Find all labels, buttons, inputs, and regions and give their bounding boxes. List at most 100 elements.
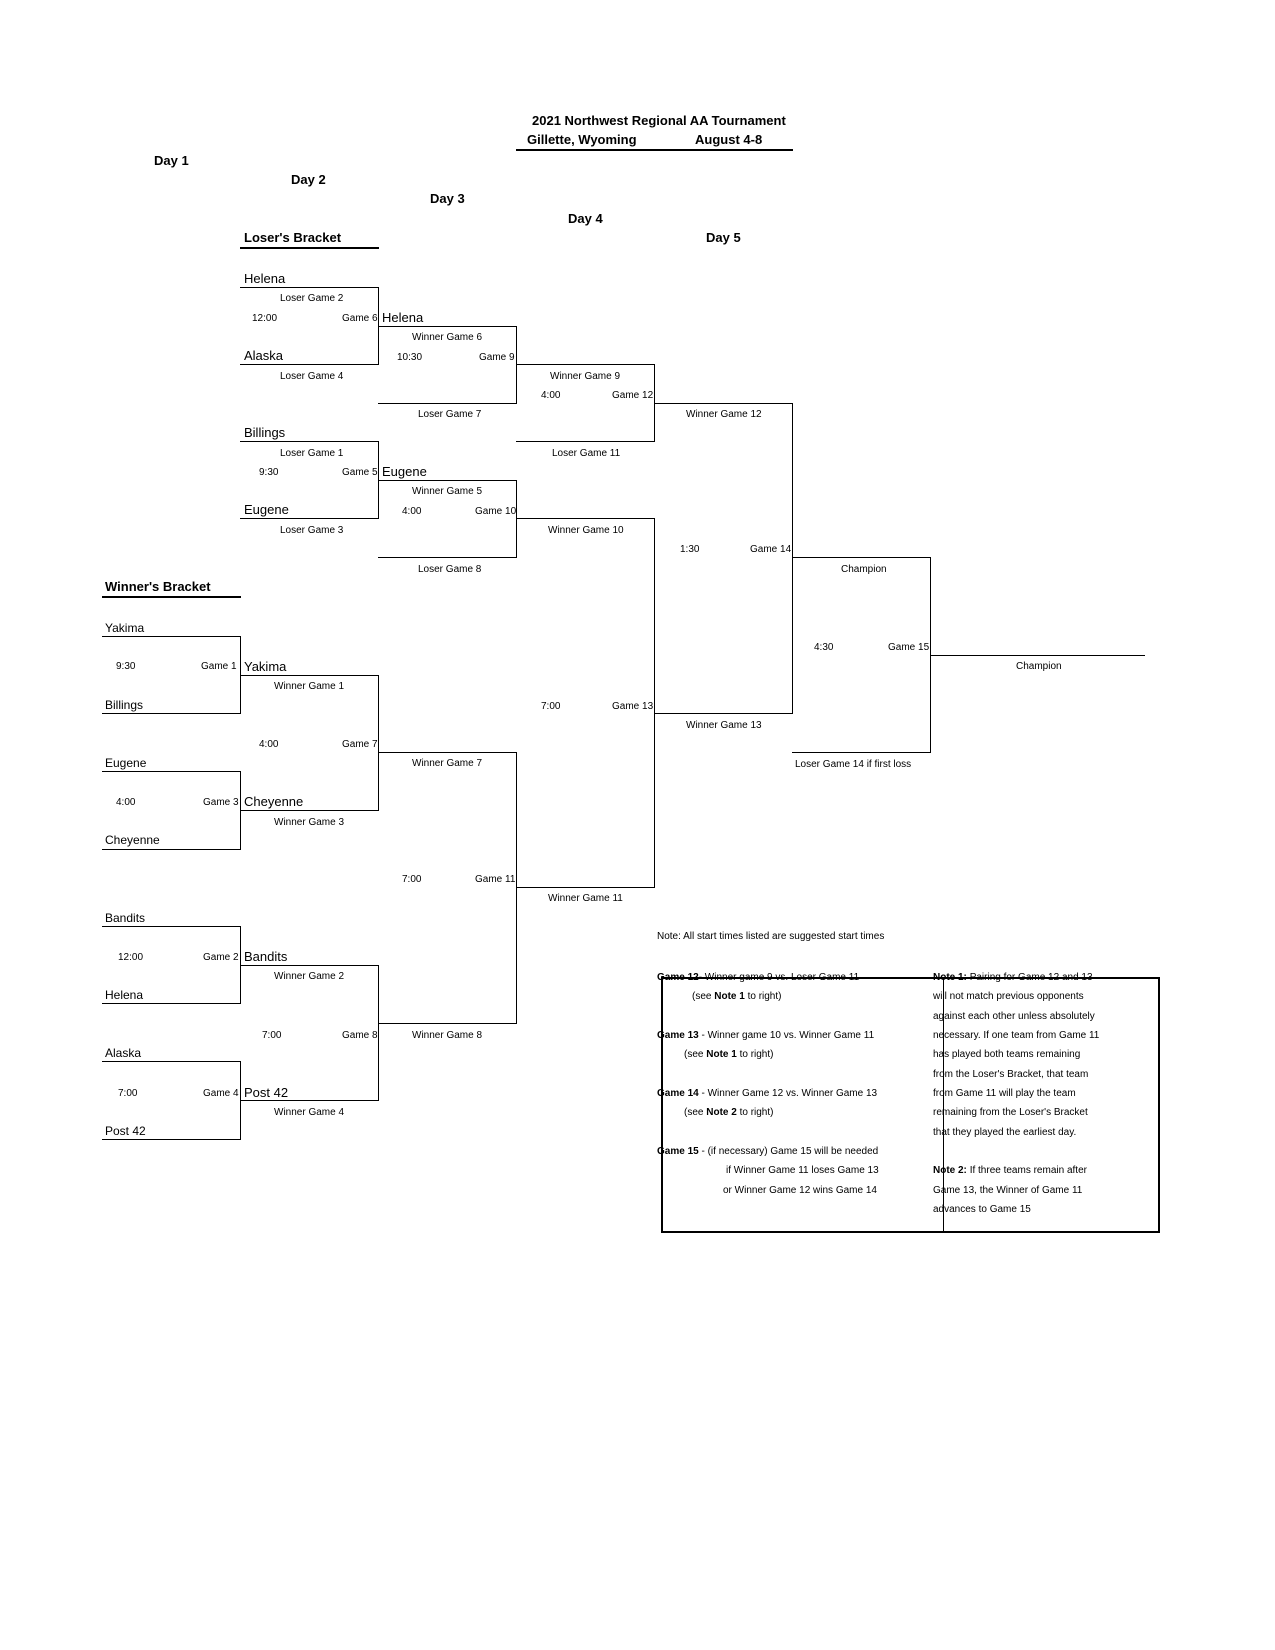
losers-bracket-underline — [240, 247, 379, 249]
note-game15-line3: or Winner Game 12 wins Game 14 — [723, 1185, 877, 1196]
g4-team-bottom: Post 42 — [105, 1124, 146, 1138]
g10-time: 4:00 — [402, 506, 422, 517]
g6-team-bottom: Alaska — [244, 348, 284, 363]
tournament-title: 2021 Northwest Regional AA Tournament — [532, 113, 786, 128]
note1-line: from Game 11 will play the team — [933, 1088, 1076, 1099]
g2-time: 12:00 — [118, 952, 144, 963]
g5-winner: Eugene — [382, 464, 427, 479]
g5-team-bottom: Eugene — [244, 502, 289, 517]
bracket-line — [240, 364, 379, 365]
bracket-line — [240, 675, 379, 676]
day5-label: Day 5 — [706, 230, 741, 245]
g5-source-top: Loser Game 1 — [280, 448, 344, 459]
note-game15-line2: if Winner Game 11 loses Game 13 — [726, 1165, 879, 1176]
bracket-line — [102, 926, 241, 927]
g5-source-bottom: Loser Game 3 — [280, 525, 344, 536]
g3-winner: Cheyenne — [244, 794, 304, 809]
day2-label: Day 2 — [291, 172, 326, 187]
g9-time: 10:30 — [397, 352, 423, 363]
bracket-line — [378, 557, 517, 558]
g1-winner-source: Winner Game 1 — [274, 681, 345, 692]
g12-time: 4:00 — [541, 390, 561, 401]
g11-game: Game 11 — [475, 874, 516, 885]
g10-game: Game 10 — [475, 506, 517, 517]
g13-winner-source: Winner Game 13 — [686, 720, 762, 731]
note2-line: Note 2: If three teams remain after — [933, 1165, 1087, 1176]
g14-source-bottom: Winner Game 10 — [548, 525, 624, 536]
champion-label: Champion — [1016, 661, 1062, 672]
winners-bracket-underline — [102, 596, 241, 598]
g6-source-top: Loser Game 2 — [280, 293, 344, 304]
g11-winner-source: Winner Game 11 — [548, 893, 623, 904]
bracket-line — [516, 441, 655, 442]
g8-game: Game 8 — [342, 1030, 378, 1041]
bracket-line — [378, 965, 379, 1101]
bracket-line — [102, 1003, 241, 1004]
g5-game: Game 5 — [342, 467, 378, 478]
champion-line — [930, 655, 1145, 656]
g7-time: 4:00 — [259, 739, 279, 750]
bracket-line — [378, 326, 517, 327]
bracket-line — [102, 849, 241, 850]
g3-time: 4:00 — [116, 797, 136, 808]
g1-game: Game 1 — [201, 661, 237, 672]
note2-line: advances to Game 15 — [933, 1204, 1031, 1215]
note1-line: will not match previous opponents — [933, 991, 1084, 1002]
g15-time: 4:30 — [814, 642, 834, 653]
g6-team-top: Helena — [244, 271, 286, 286]
bracket-line — [240, 1100, 379, 1101]
bracket-line — [102, 636, 241, 637]
bracket-line — [516, 887, 655, 888]
g9-source-bottom: Loser Game 7 — [418, 409, 482, 420]
note-game14-see: (see Note 2 to right) — [684, 1107, 774, 1118]
bracket-line — [240, 441, 379, 442]
g3-team-top: Eugene — [105, 756, 147, 770]
note1-line: has played both teams remaining — [933, 1049, 1081, 1060]
g12-source-bottom: Loser Game 11 — [552, 448, 621, 459]
g14-game: Game 14 — [750, 544, 792, 555]
bracket-line — [378, 403, 517, 404]
g3-winner-source: Winner Game 3 — [274, 817, 345, 828]
g5-team-top: Billings — [244, 425, 286, 440]
g2-winner: Bandits — [244, 949, 288, 964]
g5-time: 9:30 — [259, 467, 279, 478]
g9-game: Game 9 — [479, 352, 515, 363]
winners-bracket-heading: Winner's Bracket — [105, 579, 211, 594]
g11-time: 7:00 — [402, 874, 422, 885]
bracket-line — [516, 364, 655, 365]
bracket-line — [240, 287, 379, 288]
g14-champion-label: Champion — [841, 564, 887, 575]
bracket-line — [240, 518, 379, 519]
bracket-line — [792, 557, 931, 558]
bracket-line — [516, 480, 517, 558]
note1-line: that they played the earliest day. — [933, 1127, 1077, 1138]
g8-winner-source: Winner Game 8 — [412, 1030, 483, 1041]
tournament-location: Gillette, Wyoming — [527, 132, 637, 147]
bracket-line — [102, 713, 241, 714]
note1-line: remaining from the Loser's Bracket — [933, 1107, 1088, 1118]
bracket-line — [378, 1023, 517, 1024]
g2-game: Game 2 — [203, 952, 239, 963]
g1-winner: Yakima — [244, 659, 287, 674]
loser-g14-label: Loser Game 14 if first loss — [795, 759, 912, 770]
g14-time: 1:30 — [680, 544, 700, 555]
bracket-line — [792, 403, 793, 714]
bracket-line — [516, 752, 517, 1024]
bracket-line — [240, 965, 379, 966]
day3-label: Day 3 — [430, 191, 465, 206]
g6-source-bottom: Loser Game 4 — [280, 371, 344, 382]
notes-box — [661, 977, 1160, 1233]
g4-winner: Post 42 — [244, 1085, 289, 1100]
note-game12: Game 12- Winner game 9 vs. Loser Game 11 — [657, 972, 860, 983]
note1-line: against each other unless absolutely — [933, 1011, 1095, 1022]
g4-team-top: Alaska — [105, 1046, 142, 1060]
g7-game: Game 7 — [342, 739, 378, 750]
note1-line: from the Loser's Bracket, that team — [933, 1069, 1089, 1080]
bracket-line — [378, 480, 517, 481]
bracket-line — [378, 675, 379, 811]
g6-time: 12:00 — [252, 313, 278, 324]
bracket-line — [378, 752, 517, 753]
bracket-line — [516, 518, 655, 519]
day4-label: Day 4 — [568, 211, 603, 226]
g1-time: 9:30 — [116, 661, 136, 672]
